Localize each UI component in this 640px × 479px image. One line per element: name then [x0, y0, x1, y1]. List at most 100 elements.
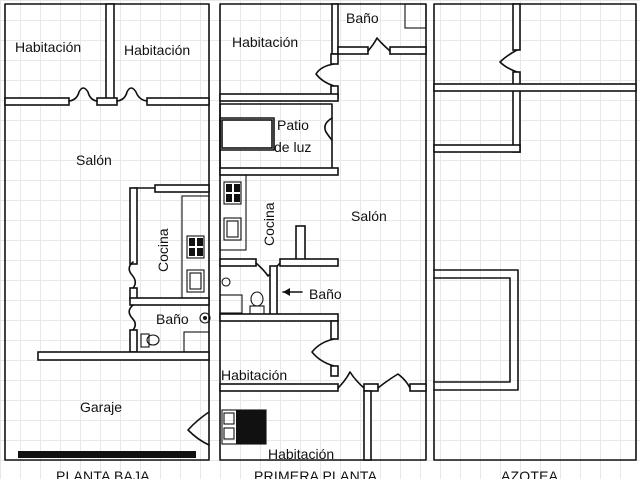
stove-first: [223, 181, 242, 205]
kitchen-first-wall-top: [219, 167, 339, 176]
washbasin-drain: [203, 316, 207, 320]
door-swing-bathroom-bottom: [377, 373, 411, 389]
garage-door: [18, 451, 196, 458]
washbasin: [199, 312, 211, 324]
room-label-bedroom-top: Habitación: [232, 34, 299, 50]
bedroom-bottom-wall-mid: [363, 383, 379, 392]
bedroom-top-wall-a: [330, 53, 339, 65]
door-swing-bedroom-low: [311, 338, 335, 367]
bathroom-top-wall-bottom: [337, 46, 369, 55]
bedroom-low-wall-b: [330, 365, 339, 377]
kitchen-first-pillar: [295, 225, 306, 261]
door-swing-bedroom-bottom: [337, 371, 365, 389]
bedroom-bottom-wall-right: [409, 383, 427, 392]
room-label-kitchen: Cocina: [155, 228, 171, 272]
door-swing-bedroom-top: [315, 63, 335, 87]
stove-first-burner: [234, 194, 240, 202]
bed-pillow: [223, 427, 235, 440]
door-swing-patio: [324, 117, 333, 141]
room-label-bathroom-first: Baño: [309, 286, 342, 302]
bedroom-wall-middle: [96, 97, 118, 106]
bathroom-wall-left: [129, 329, 138, 353]
bathroom-top-wall-left: [331, 3, 339, 55]
stove-burner: [189, 238, 195, 246]
light-patio-opening-inner: [221, 119, 273, 149]
roof-wall-lower: [433, 144, 521, 153]
door-swing-bedroom-left: [68, 87, 98, 102]
kitchen-wall-left: [129, 187, 138, 265]
bedroom-bottom-divider: [363, 390, 372, 461]
kitchen-first-wall-bottom-left: [219, 258, 257, 267]
room-label-light-patio-line2: de luz: [274, 139, 312, 155]
stove-first-burner: [226, 194, 232, 202]
door-swing-roof: [499, 49, 518, 73]
room-label-living-room: Salón: [76, 152, 112, 168]
shower-tray: [404, 3, 427, 29]
light-patio-opening: [219, 117, 275, 151]
toilet-first-tank: [249, 305, 265, 315]
bed-cover: [236, 410, 266, 444]
panel-title-planta-baja: PLANTA BAJA: [56, 468, 150, 479]
kitchen-counter: [181, 195, 210, 301]
bed-pillow: [223, 412, 235, 425]
bedroom-top-wall-bottom: [219, 93, 339, 102]
toilet-first-bowl: [250, 291, 264, 307]
washbasin-first: [221, 277, 231, 287]
panel-border-azotea: [433, 3, 637, 461]
door-swing-garage-side: [187, 411, 210, 446]
stove-burner: [189, 248, 195, 256]
roof-wall-upper-a: [512, 3, 521, 51]
kitchen-wall-top: [154, 184, 210, 193]
bedroom-wall-right: [146, 97, 210, 106]
bathroom-first-wall-bottom: [219, 313, 339, 322]
room-label-bedroom-1: Habitación: [15, 39, 82, 55]
door-swing-kitchen: [128, 261, 137, 289]
kitchen-first-wall-bottom-right: [279, 258, 339, 267]
panel-planta-baja: [4, 3, 211, 461]
room-label-light-patio-line1: Patio: [277, 117, 309, 133]
room-label-bedroom-bottom: Habitación: [268, 446, 335, 462]
room-label-garage: Garaje: [80, 399, 123, 415]
roof-wall-horizontal: [433, 83, 637, 92]
sink-first-basin: [226, 220, 239, 238]
bedroom-wall-left: [4, 97, 70, 106]
sink-first: [223, 217, 242, 241]
room-label-bedroom-lower: Habitación: [221, 367, 288, 383]
sink: [186, 269, 205, 293]
panel-primera-planta: [219, 3, 427, 461]
roof-structure-inner: [433, 277, 511, 383]
bathtub-first: [219, 294, 243, 314]
bathroom-top-wall-bottom-right: [389, 46, 427, 55]
bedroom-divider-wall-thick: [105, 3, 115, 101]
stove: [186, 235, 205, 259]
bathroom-first-arrowhead: [283, 288, 290, 296]
room-label-kitchen-first: Cocina: [261, 202, 277, 246]
stove-first-burner: [234, 184, 240, 192]
panel-azotea: [433, 3, 637, 461]
panel-title-primera-planta: PRIMERA PLANTA: [254, 468, 378, 479]
bathroom-first-wall-right: [269, 265, 278, 317]
stove-burner: [197, 238, 203, 246]
garage-wall: [37, 351, 210, 361]
kitchen-wall-bottom: [129, 297, 210, 306]
toilet-bowl: [146, 334, 160, 346]
door-swing-bathroom-top: [367, 37, 391, 52]
panel-title-azotea: AZOTEA: [501, 468, 559, 479]
room-label-bathroom-top: Baño: [346, 10, 379, 26]
toilet-tank: [140, 333, 150, 348]
bedroom-low-wall-a: [330, 320, 339, 340]
stove-first-burner: [226, 184, 232, 192]
door-swing-bedroom-right: [116, 87, 148, 102]
door-swing-bathroom: [128, 304, 137, 331]
stove-burner: [197, 248, 203, 256]
kitchen-first-counter: [219, 174, 247, 251]
room-label-living-room-first: Salón: [351, 208, 387, 224]
bedroom-low-wall-bottom: [219, 383, 339, 392]
room-label-bathroom: Baño: [156, 311, 189, 327]
sink-basin: [189, 272, 202, 290]
room-label-bedroom-2: Habitación: [124, 42, 191, 58]
bathtub: [183, 331, 210, 353]
roof-structure-outer: [433, 269, 519, 391]
